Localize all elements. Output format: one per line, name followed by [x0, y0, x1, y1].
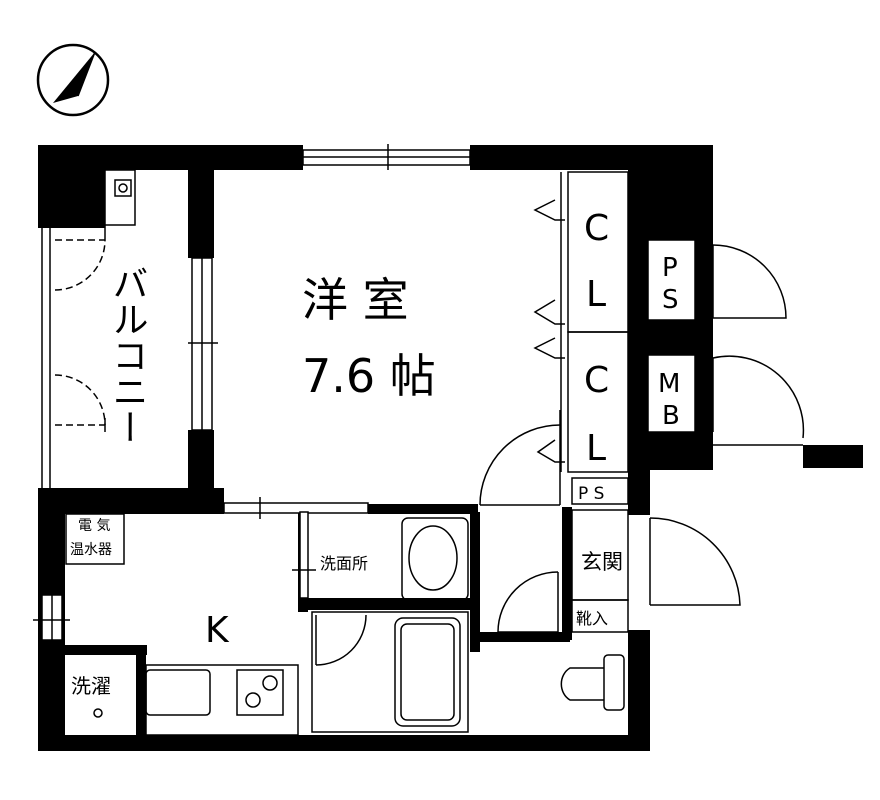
mb-label-m: M: [658, 369, 680, 399]
balcony-details: [54, 169, 136, 432]
closet-lower-label-l: L: [586, 428, 606, 469]
western-room-name: 洋 室: [302, 273, 409, 327]
ps-outer-label-s: S: [662, 285, 679, 315]
closets-outline: [479, 171, 629, 506]
ps-outer-label-p: P: [662, 253, 678, 283]
kitchen-label: K: [205, 610, 230, 651]
closet-upper-label-c: C: [584, 208, 609, 249]
walls: [38, 145, 863, 751]
washbasin-icon: [401, 517, 469, 601]
mb-label-b: B: [662, 401, 680, 431]
north-compass-icon: [36, 43, 110, 117]
closet-lower-label-c: C: [584, 360, 609, 401]
closet-upper-label-l: L: [586, 274, 606, 315]
washroom-label: 洗面所: [320, 554, 368, 573]
ps-inner-label: P S: [578, 484, 604, 504]
bathtub-icon: [311, 611, 469, 733]
windows: [33, 144, 471, 641]
shafts-outline: [571, 239, 805, 505]
balcony-label: バルコニー: [107, 265, 148, 445]
entrance-label: 玄関: [581, 550, 623, 574]
western-room-size: 7.6 帖: [302, 349, 436, 403]
entrance-outline: [497, 509, 741, 633]
shoe-storage-label: 靴入: [576, 609, 608, 628]
laundry-label: 洗濯: [71, 674, 111, 698]
kitchen-fixtures: [65, 513, 299, 736]
water-heater-label-2: 温水器: [70, 542, 112, 558]
water-heater-label-1: 電 気: [78, 518, 110, 534]
toilet-icon: [560, 654, 625, 711]
